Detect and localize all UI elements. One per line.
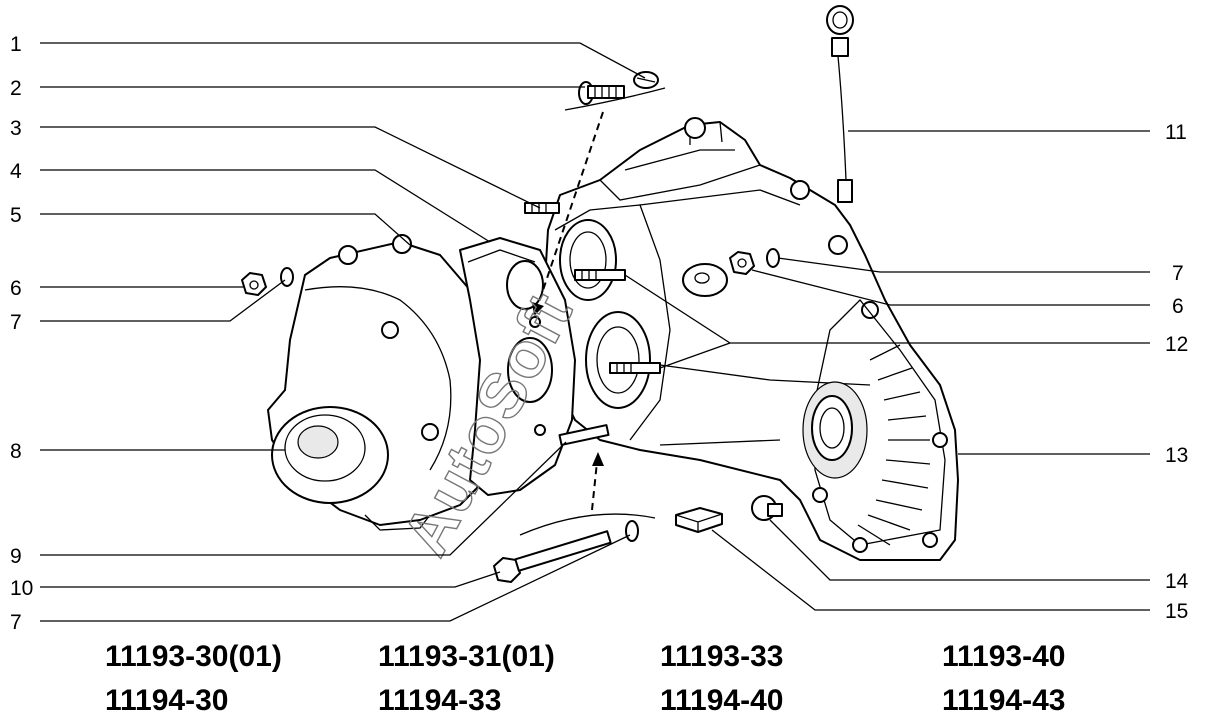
callout-7-left: 7 [10, 311, 22, 334]
callout-15: 15 [1165, 600, 1188, 623]
stud [524, 202, 560, 214]
model-code: 11194-43 [942, 684, 1066, 717]
callout-8: 8 [10, 440, 22, 463]
callout-7-bottom: 7 [10, 611, 22, 634]
callout-10: 10 [10, 577, 33, 600]
washer-right [766, 248, 780, 268]
callout-7-right: 7 [1172, 262, 1184, 285]
model-code: 11193-31(01) [378, 640, 555, 673]
leader-lines [40, 42, 1150, 622]
long-bolt [493, 530, 612, 583]
dashed-arc-bottom [519, 513, 656, 536]
callout-12: 12 [1165, 333, 1188, 356]
callout-numbers: 1 2 3 4 5 6 7 8 9 10 7 11 7 6 12 13 14 1… [10, 33, 1189, 634]
nut-left [241, 272, 267, 296]
callout-14: 14 [1165, 570, 1189, 593]
model-code: 11193-30(01) [105, 640, 282, 673]
callout-6-right: 6 [1172, 295, 1184, 318]
callout-2: 2 [10, 77, 22, 100]
model-code: 11194-33 [378, 684, 502, 717]
assembly-line-bottom [591, 461, 598, 511]
callout-4: 4 [10, 160, 22, 183]
housing-stud-upper [574, 269, 626, 281]
cover-gasket [459, 237, 576, 496]
callout-3: 3 [10, 117, 22, 140]
callout-13: 13 [1165, 444, 1188, 467]
dashed-arc [564, 87, 666, 111]
model-code: 11194-30 [105, 684, 229, 717]
assembly-arrow-bottom [592, 452, 604, 466]
housing-cover [267, 234, 515, 531]
assembly-line-top [537, 111, 604, 306]
housing-stud-lower [609, 362, 661, 374]
callout-1: 1 [10, 33, 22, 56]
model-code: 11193-33 [660, 640, 784, 673]
callout-6-left: 6 [10, 277, 22, 300]
model-code: 11193-40 [942, 640, 1066, 673]
model-code: 11194-40 [660, 684, 784, 717]
gearbox-housing [544, 117, 959, 561]
washer-left [280, 267, 294, 287]
callout-9: 9 [10, 545, 22, 568]
drain-plug [751, 495, 783, 521]
callout-11: 11 [1165, 121, 1187, 144]
magnet [675, 507, 723, 533]
screw [578, 81, 625, 105]
callout-5: 5 [10, 204, 22, 227]
assembly-arrow-top [532, 302, 544, 316]
long-stud [558, 424, 610, 446]
washer-bottom [625, 520, 639, 542]
nut-right [729, 251, 755, 275]
dipstick [826, 5, 854, 203]
